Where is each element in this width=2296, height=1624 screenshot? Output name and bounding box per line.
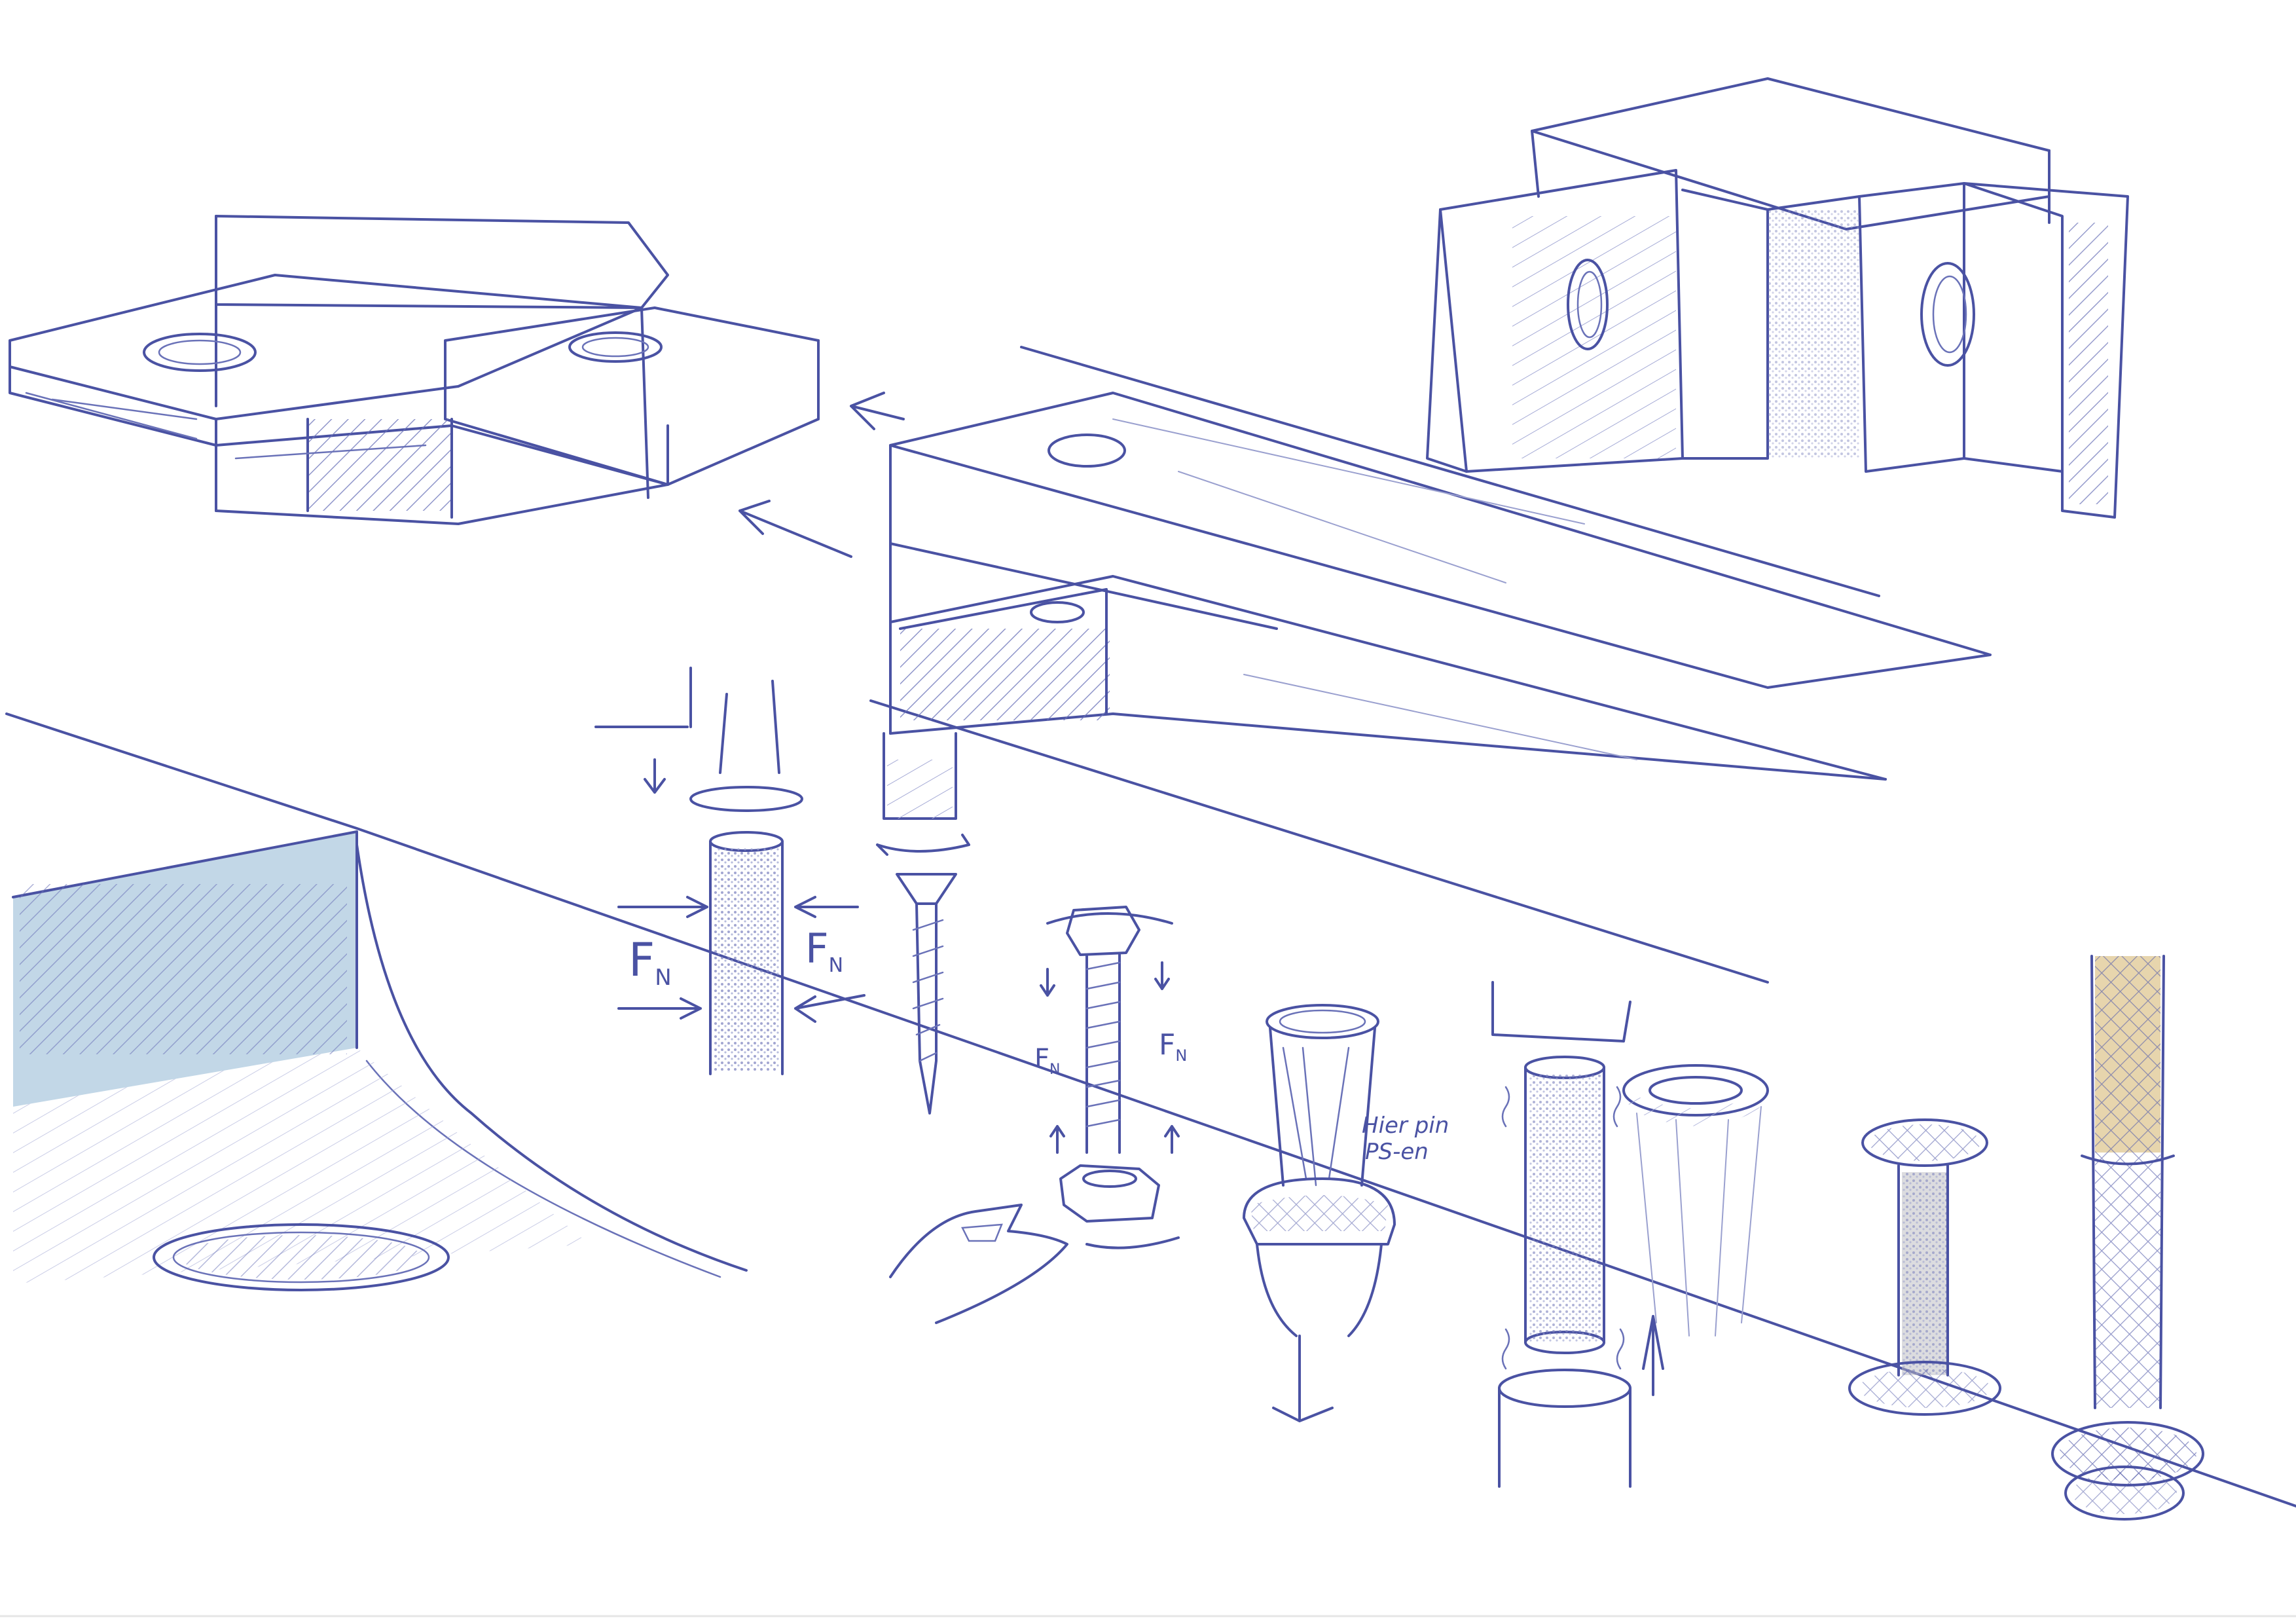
- sketch-press-fit-pin: FN FN: [594, 667, 866, 1075]
- sketch-braided-pin: [2051, 955, 2204, 1521]
- sketch-heated-insert-tube: [1491, 981, 1664, 1488]
- note-text-line1: Hier pin: [1362, 1113, 1449, 1139]
- normal-force-symbol: F: [1159, 1028, 1175, 1061]
- normal-force-symbol: F: [805, 925, 829, 972]
- sketch-wood-screw: [876, 732, 970, 1115]
- sketch-plate-joint-left: [9, 215, 905, 558]
- normal-force-label-bolt-right: FN: [1159, 1028, 1187, 1065]
- normal-force-symbol: F: [629, 933, 655, 987]
- sketch-flared-insert: [1622, 1064, 1769, 1337]
- sketch-corner-profile: [1426, 77, 2129, 519]
- normal-force-label-right: FN: [805, 925, 843, 977]
- sketch-mushroom-pin: [1848, 1118, 2001, 1416]
- normal-force-symbol: F: [1034, 1044, 1049, 1074]
- normal-force-subscript: N: [655, 965, 671, 991]
- sketch-marker-panel: [5, 712, 2296, 1507]
- sketch-bolt-and-nut: FN FN: [889, 906, 1187, 1324]
- sketch-beam-with-slot: [869, 346, 1992, 984]
- normal-force-subscript: N: [1175, 1046, 1187, 1065]
- normal-force-label-left: FN: [629, 933, 672, 991]
- normal-force-subscript: N: [829, 954, 843, 977]
- normal-force-label-bolt-left: FN: [1034, 1044, 1060, 1078]
- note-text-line2: PS-en: [1365, 1139, 1429, 1165]
- normal-force-subscript: N: [1049, 1061, 1060, 1078]
- sketch-expanding-dowel: Hier pin PS-en: [1243, 1004, 1449, 1422]
